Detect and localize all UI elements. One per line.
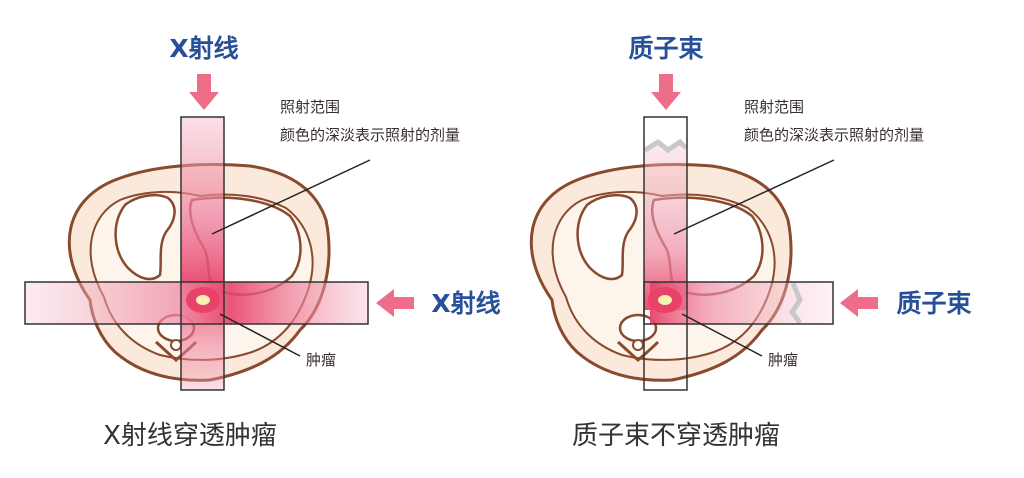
- right-side-beam-label: 质子束: [896, 289, 972, 318]
- left-tumor-leader: [219, 313, 301, 357]
- right-annotation-line1: 照射范围: [744, 98, 804, 116]
- right-annotation-leader: [673, 159, 835, 235]
- right-proton-beams: [643, 116, 834, 391]
- left-side-arrow-icon: [376, 289, 414, 317]
- right-top-beam-label: 质子束: [628, 34, 704, 63]
- right-annotation-line2: 颜色的深淡表示照射的剂量: [744, 126, 924, 144]
- left-side-beam-label: X射线: [431, 289, 500, 318]
- left-caption: X射线穿透肿瘤: [103, 421, 277, 451]
- left-tumor: [186, 287, 220, 313]
- left-annotation-line1: 照射范围: [280, 98, 340, 116]
- right-tumor-leader: [681, 313, 763, 357]
- right-tumor: [648, 287, 682, 313]
- left-tumor-label: 肿瘤: [306, 351, 336, 369]
- right-tumor-label: 肿瘤: [768, 351, 798, 369]
- right-top-arrow-icon: [651, 74, 681, 110]
- right-caption: 质子束不穿透肿瘤: [572, 421, 780, 451]
- right-panel: 质子束: [529, 34, 972, 451]
- left-annotation-leader: [211, 159, 371, 235]
- left-annotation-line2: 颜色的深淡表示照射的剂量: [280, 126, 460, 144]
- left-top-arrow-icon: [189, 74, 219, 110]
- right-spine: [617, 313, 660, 362]
- right-side-arrow-icon: [840, 289, 878, 317]
- left-panel: X射线: [24, 34, 501, 451]
- left-top-beam-label: X射线: [169, 34, 238, 63]
